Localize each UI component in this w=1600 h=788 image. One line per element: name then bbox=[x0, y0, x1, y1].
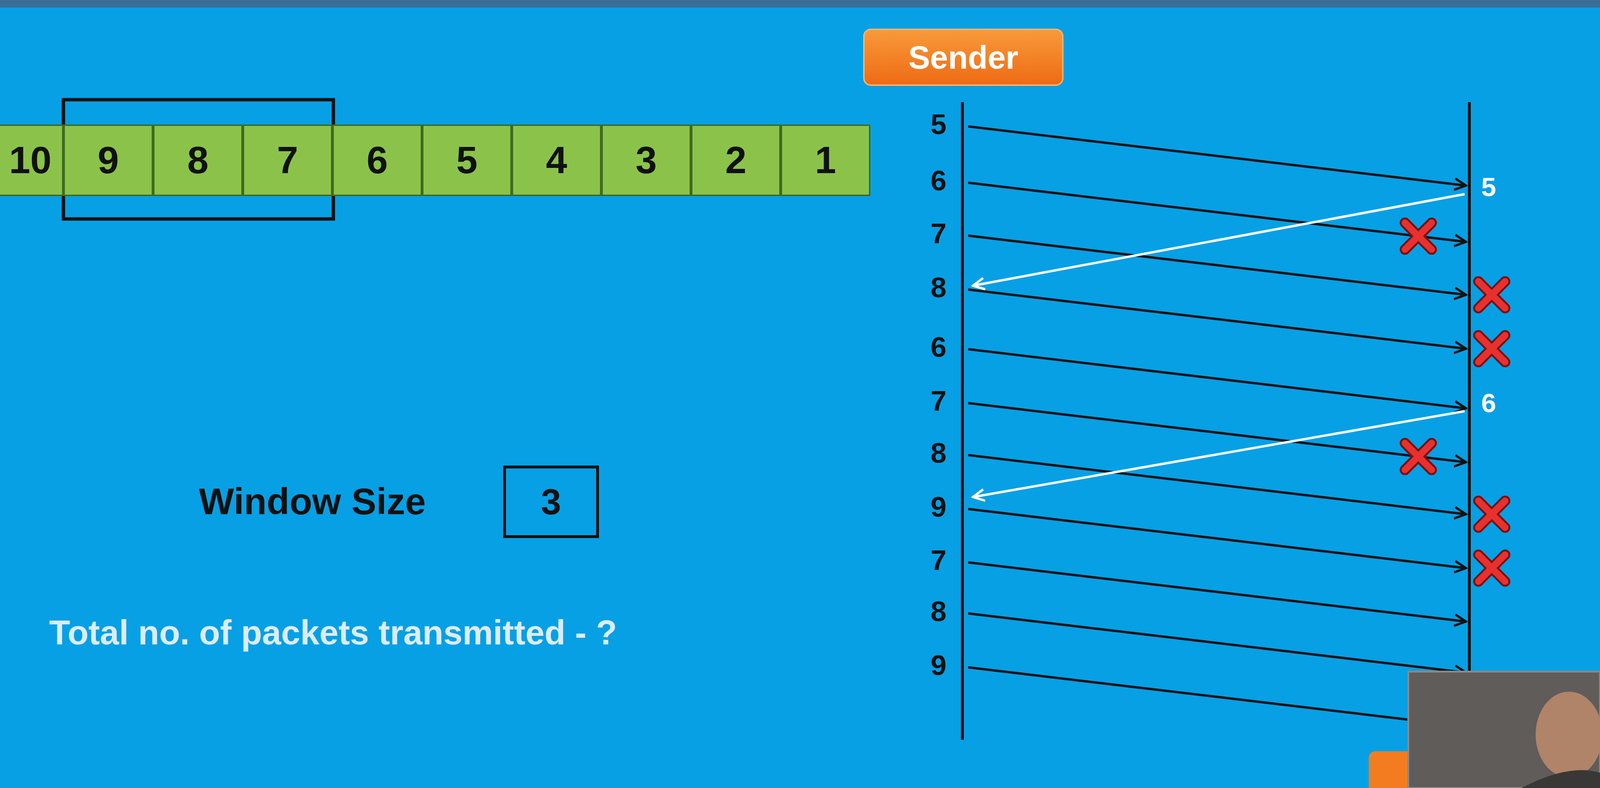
webcam-shoulder bbox=[1521, 769, 1600, 788]
ack-number: 6 bbox=[1481, 388, 1497, 418]
sent-packet-number: 9 bbox=[930, 649, 947, 682]
packet-arrow bbox=[968, 508, 1466, 568]
packet-cell: 6 bbox=[332, 124, 423, 197]
packet-arrow bbox=[968, 667, 1466, 727]
sent-packet-number: 7 bbox=[930, 217, 947, 250]
window-size-label: Window Size bbox=[198, 481, 426, 523]
loss-cross bbox=[1478, 554, 1506, 582]
loss-cross bbox=[1478, 281, 1506, 309]
node-text: 8 bbox=[187, 141, 209, 180]
loss-cross bbox=[1404, 222, 1432, 250]
cross-stroke bbox=[1404, 222, 1432, 250]
node-text: 10 bbox=[9, 141, 52, 180]
question-text: Total no. of packets transmitted - ? bbox=[49, 613, 618, 652]
sent-packet-number: 8 bbox=[930, 595, 947, 628]
receiver-timeline bbox=[1467, 102, 1471, 744]
cross-stroke bbox=[1478, 281, 1506, 309]
top-strip bbox=[0, 0, 1600, 8]
sent-packet-number: 7 bbox=[930, 385, 947, 417]
loss-cross bbox=[1478, 335, 1506, 362]
sent-packet-number: 6 bbox=[930, 165, 947, 197]
sender-button: Sender bbox=[863, 28, 1064, 86]
sent-packet-number: 9 bbox=[930, 491, 947, 523]
sent-packet-number: 7 bbox=[930, 544, 947, 577]
packet-arrow bbox=[968, 289, 1466, 349]
node-text: 2 bbox=[725, 141, 747, 180]
ack-arrow bbox=[972, 411, 1465, 497]
sent-packet-number: 6 bbox=[930, 331, 947, 363]
packet-cell: 5 bbox=[422, 124, 512, 197]
packet-cell: 3 bbox=[601, 124, 692, 197]
loss-cross bbox=[1404, 443, 1432, 470]
sent-packet-number: 8 bbox=[930, 437, 947, 469]
packet-arrow bbox=[968, 613, 1466, 673]
node-text: 9 bbox=[97, 141, 120, 180]
packet-cell: 1 bbox=[780, 124, 871, 197]
webcam-person bbox=[1535, 691, 1600, 778]
packet-cell: 8 bbox=[153, 124, 243, 197]
packet-cell: 7 bbox=[242, 124, 333, 197]
cross-stroke bbox=[1404, 222, 1432, 250]
node-text: 7 bbox=[277, 141, 299, 180]
node-text: 3 bbox=[635, 141, 658, 180]
video-overlay bbox=[1368, 671, 1600, 788]
node-text: 4 bbox=[546, 141, 568, 180]
packet-cell: 9 bbox=[63, 124, 154, 197]
packet-arrow bbox=[968, 235, 1466, 295]
cross-stroke bbox=[1404, 443, 1432, 470]
window-frame bbox=[63, 99, 334, 219]
sent-packet-number: 8 bbox=[930, 271, 947, 304]
node-text: 1 bbox=[815, 141, 837, 180]
packet-arrow bbox=[968, 126, 1466, 186]
cross-stroke bbox=[1478, 500, 1506, 528]
packet-cell: 4 bbox=[511, 124, 602, 197]
node-text: 3 bbox=[540, 483, 561, 520]
packet-cell: 10 bbox=[0, 124, 64, 197]
packet-arrows bbox=[968, 126, 1506, 727]
packet-arrow bbox=[968, 349, 1466, 409]
cross-stroke bbox=[1478, 335, 1506, 362]
packet-arrow bbox=[968, 562, 1466, 622]
node-text: 6 bbox=[366, 141, 389, 180]
cross-stroke bbox=[1478, 500, 1506, 528]
ack-arrow bbox=[972, 194, 1465, 286]
cross-stroke bbox=[1478, 554, 1506, 582]
cross-stroke bbox=[1404, 443, 1432, 470]
cross-stroke bbox=[1478, 554, 1506, 582]
sent-packet-number: 5 bbox=[930, 108, 947, 141]
cross-stroke bbox=[1478, 335, 1506, 362]
packet-arrow bbox=[968, 182, 1466, 242]
loss-cross bbox=[1478, 500, 1506, 528]
node-text: 5 bbox=[456, 141, 478, 180]
packet-cell: 2 bbox=[691, 124, 781, 197]
cross-stroke bbox=[1478, 281, 1506, 309]
ack-number: 5 bbox=[1481, 172, 1497, 202]
window-size-box: 3 bbox=[503, 465, 599, 538]
sender-timeline bbox=[960, 102, 964, 740]
node-text: Sender bbox=[908, 41, 1019, 74]
